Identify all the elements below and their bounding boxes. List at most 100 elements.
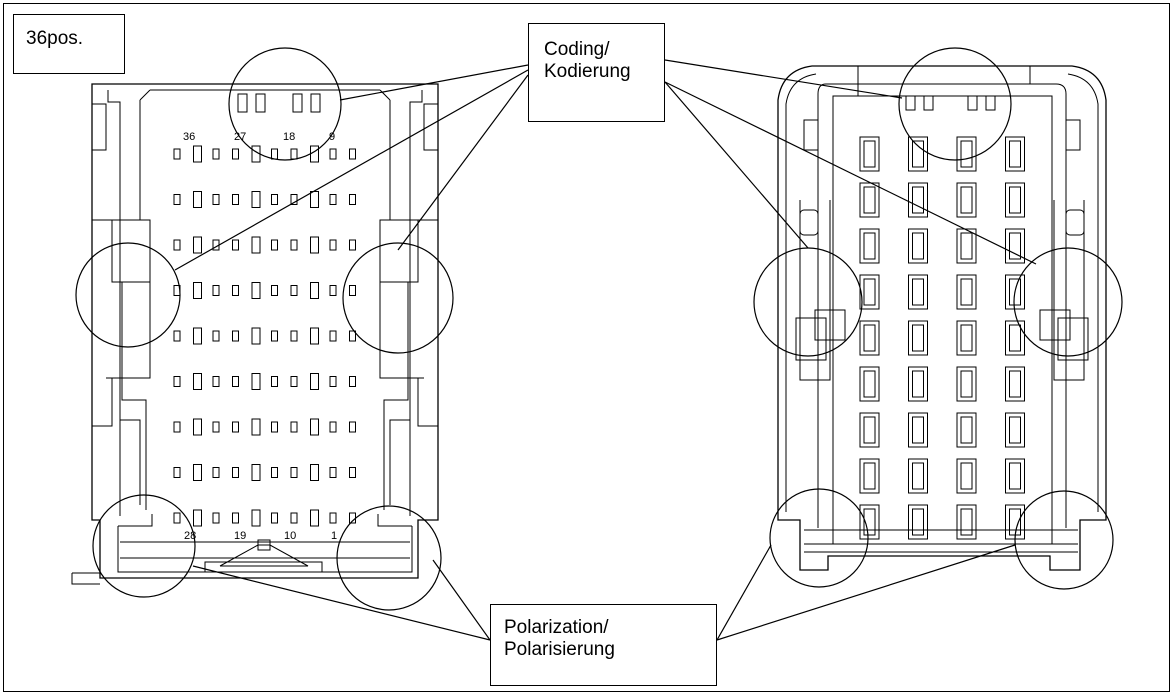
pin-cavity (956, 136, 977, 172)
right-connector (777, 65, 1107, 571)
coding-circle-right (898, 47, 1012, 161)
pin-cavity-inner (863, 232, 876, 260)
pin-cavity (173, 376, 181, 387)
pin-cavity-inner (863, 140, 876, 168)
position-count-label: 36pos. (13, 14, 125, 74)
pin-cavity-inner (1009, 416, 1021, 444)
diagram-frame (3, 3, 1170, 692)
pin-cavity (859, 274, 880, 310)
polarization-callout-line2: Polarisierung (504, 639, 615, 660)
pin-cavity (251, 509, 261, 527)
pin-cavity (329, 148, 337, 160)
pin-cavity (232, 148, 239, 160)
pin-cavity (329, 421, 337, 433)
pin-cavity (271, 148, 278, 160)
pin-cavity (908, 412, 928, 448)
pin-cavity-inner (960, 508, 973, 536)
pin-cavity (251, 236, 261, 254)
pin-cavity (1005, 320, 1025, 356)
pin-cavity (290, 285, 298, 296)
polarization-circle-right-lower-a (769, 488, 869, 588)
polarization-circle-right-lower-b (1014, 490, 1114, 590)
pin-cavity (956, 274, 977, 310)
pin-cavity (251, 464, 261, 481)
pin-cavity (1005, 458, 1025, 494)
pin-cavity-inner (863, 324, 876, 352)
coding-circle-left (228, 47, 342, 161)
pin-label-36: 36 (183, 131, 195, 143)
right-pin-grid (859, 136, 1025, 540)
pin-cavity (859, 228, 880, 264)
pin-cavity (859, 182, 880, 218)
pin-cavity (349, 421, 356, 433)
pin-cavity-inner (912, 462, 924, 490)
pin-cavity-inner (960, 462, 973, 490)
pin-cavity-inner (960, 186, 973, 214)
pin-cavity (290, 239, 298, 251)
pin-cavity (232, 512, 239, 524)
pin-cavity (329, 467, 337, 478)
pin-cavity-inner (863, 508, 876, 536)
coding-callout-line1: Coding/ (544, 39, 610, 60)
pin-cavity (329, 194, 337, 205)
pin-cavity (349, 330, 356, 342)
polarization-callout-line1: Polarization/ (504, 617, 609, 638)
polarization-circle-left-upper (75, 242, 181, 348)
pin-cavity (232, 285, 239, 296)
pin-cavity-inner (960, 278, 973, 306)
left-connector (71, 83, 439, 585)
pin-cavity (173, 467, 181, 478)
pin-cavity (193, 509, 202, 527)
pin-cavity (271, 330, 278, 342)
pin-cavity (271, 421, 278, 433)
pin-cavity (908, 274, 928, 310)
pin-cavity (290, 376, 298, 387)
pin-cavity (908, 458, 928, 494)
pin-cavity (349, 285, 356, 296)
pin-cavity (251, 282, 261, 299)
pin-cavity (349, 467, 356, 478)
pin-cavity-inner (912, 278, 924, 306)
leader-line (664, 81, 809, 249)
pin-cavity (232, 239, 239, 251)
leader-line (664, 81, 1037, 265)
pin-cavity-inner (912, 508, 924, 536)
pin-cavity-inner (912, 140, 924, 168)
pin-cavity-inner (1009, 278, 1021, 306)
polarization-circle-right-upper (342, 242, 454, 354)
pin-cavity (290, 148, 298, 160)
pin-cavity (329, 285, 337, 296)
pin-label-10: 10 (284, 530, 296, 542)
pin-cavity (193, 464, 202, 481)
pin-cavity-inner (1009, 462, 1021, 490)
pin-cavity (908, 504, 928, 540)
pin-cavity (232, 194, 239, 205)
pin-cavity (271, 376, 278, 387)
pin-cavity (310, 191, 319, 208)
pin-cavity (310, 373, 319, 390)
left-pin-grid (173, 145, 356, 527)
pin-cavity (349, 194, 356, 205)
pin-cavity (908, 182, 928, 218)
polarization-callout: Polarization/ Polarisierung (490, 604, 717, 686)
pin-cavity (349, 376, 356, 387)
pin-cavity (310, 145, 319, 163)
pin-cavity-inner (960, 324, 973, 352)
pin-cavity (349, 239, 356, 251)
pin-cavity (956, 228, 977, 264)
pin-cavity (251, 327, 261, 345)
polarization-circle-left-lower (92, 494, 196, 598)
pin-cavity (271, 194, 278, 205)
pin-cavity-inner (863, 416, 876, 444)
pin-cavity (1005, 228, 1025, 264)
pin-label-19: 19 (234, 530, 246, 542)
pin-cavity (212, 467, 220, 478)
coding-circle-right-side-a (753, 247, 863, 357)
leader-line (397, 74, 529, 251)
pin-cavity (212, 512, 220, 524)
pin-cavity-inner (960, 370, 973, 398)
pin-cavity (956, 182, 977, 218)
pin-cavity-inner (863, 462, 876, 490)
pin-cavity (232, 467, 239, 478)
